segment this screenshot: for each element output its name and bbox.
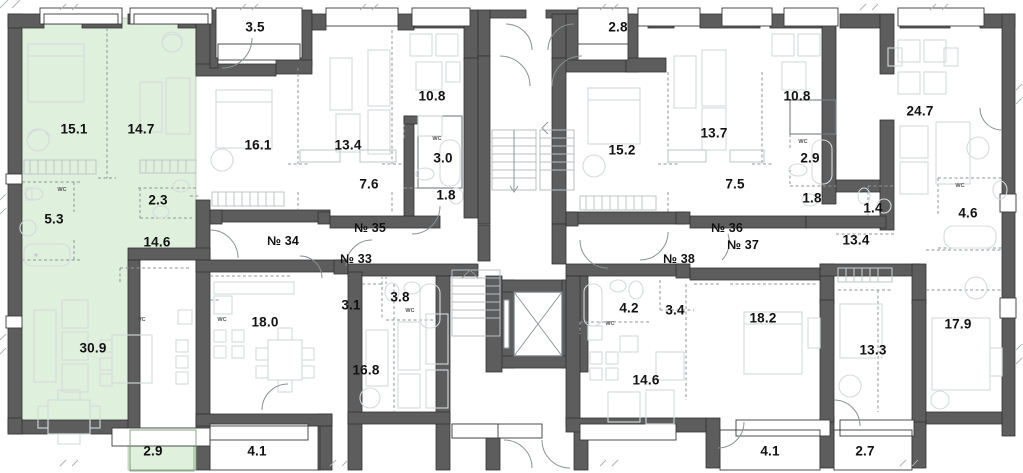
apartment-number-38[interactable]: № 38 <box>662 252 696 266</box>
staircase-lower <box>451 269 501 337</box>
apartment-number-36[interactable]: № 36 <box>710 221 744 235</box>
windows-and-balconies <box>5 7 1017 471</box>
interior-partitions <box>22 28 1002 412</box>
apartment-number-37[interactable]: № 37 <box>726 238 760 252</box>
apartment-number-35[interactable]: № 35 <box>353 221 387 235</box>
furniture <box>19 31 1008 445</box>
staircase-upper-right <box>539 121 575 191</box>
door-swings <box>209 23 1003 469</box>
apartment-number-34[interactable]: № 34 <box>266 234 300 248</box>
apartment-number-33[interactable]: № 33 <box>339 252 373 266</box>
elevator-shaft <box>503 291 563 357</box>
staircase-upper <box>491 129 537 193</box>
